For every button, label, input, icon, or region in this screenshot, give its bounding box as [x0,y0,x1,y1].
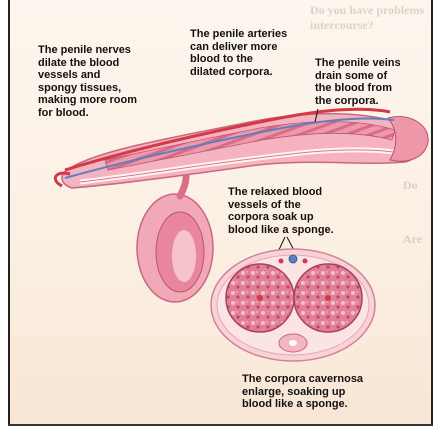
testicle-shape [137,194,213,302]
bottom-border [8,424,433,426]
label-corpora-cavernosa: The corpora cavernosa enlarge, soaking u… [242,373,363,411]
label-penile-nerves: The penile nerves dilate the blood vesse… [38,44,137,119]
label-penile-arteries: The penile arteries can deliver more blo… [190,28,287,78]
diagram-frame: Do you have problems intercourse? have D… [8,0,433,424]
label-relaxed-blood-vessels: The relaxed blood vessels of the corpora… [228,186,334,236]
cross-section [211,249,375,361]
label-penile-veins: The penile veins drain some of the blood… [315,57,401,107]
